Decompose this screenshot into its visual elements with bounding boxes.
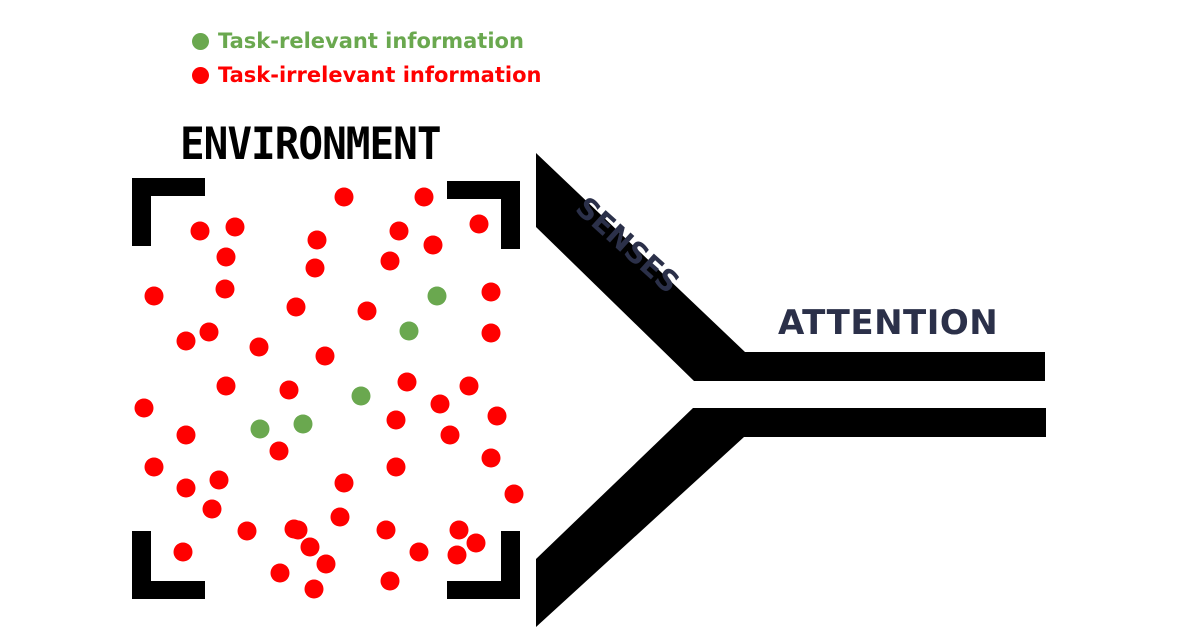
task-irrelevant-dot xyxy=(202,499,222,519)
task-irrelevant-dot xyxy=(334,187,354,207)
task-irrelevant-dot xyxy=(288,520,308,540)
task-irrelevant-dot xyxy=(225,217,245,237)
task-irrelevant-dot xyxy=(270,563,290,583)
task-irrelevant-dot xyxy=(376,520,396,540)
task-irrelevant-dot xyxy=(386,410,406,430)
task-irrelevant-dot xyxy=(173,542,193,562)
task-relevant-dot xyxy=(399,321,419,341)
legend-label-irrelevant: Task-irrelevant information xyxy=(218,63,542,87)
frame-corner-top-left xyxy=(132,178,205,246)
red-dot-icon xyxy=(192,66,209,84)
task-irrelevant-dot xyxy=(176,331,196,351)
task-irrelevant-dot xyxy=(216,247,236,267)
funnel-upper-arm xyxy=(536,153,1045,381)
task-irrelevant-dot xyxy=(269,441,289,461)
task-relevant-dot xyxy=(351,386,371,406)
task-irrelevant-dot xyxy=(307,230,327,250)
legend-label-relevant: Task-relevant information xyxy=(218,29,524,53)
task-irrelevant-dot xyxy=(430,394,450,414)
task-relevant-dot xyxy=(293,414,313,434)
task-irrelevant-dot xyxy=(481,282,501,302)
task-irrelevant-dot xyxy=(176,478,196,498)
task-irrelevant-dot xyxy=(304,579,324,599)
frame-corner-top-right xyxy=(447,181,520,249)
task-irrelevant-dot xyxy=(144,286,164,306)
task-irrelevant-dot xyxy=(134,398,154,418)
task-irrelevant-dot xyxy=(409,542,429,562)
attention-label: ATTENTION xyxy=(778,303,999,343)
task-irrelevant-dot xyxy=(481,323,501,343)
task-irrelevant-dot xyxy=(469,214,489,234)
frame-corner-bottom-left xyxy=(132,531,205,599)
task-irrelevant-dot xyxy=(504,484,524,504)
task-irrelevant-dot xyxy=(459,376,479,396)
legend-item-relevant: Task-relevant information xyxy=(192,29,524,53)
green-dot-icon xyxy=(192,32,209,50)
task-irrelevant-dot xyxy=(209,470,229,490)
frame-corner-bottom-right xyxy=(447,531,520,599)
environment-title: ENVIRONMENT xyxy=(180,118,442,170)
task-irrelevant-dot xyxy=(380,251,400,271)
task-irrelevant-dot xyxy=(305,258,325,278)
task-relevant-dot xyxy=(250,419,270,439)
task-irrelevant-dot xyxy=(176,425,196,445)
task-irrelevant-dot xyxy=(286,297,306,317)
funnel-lower-arm xyxy=(536,408,1046,627)
task-irrelevant-dot xyxy=(487,406,507,426)
task-irrelevant-dot xyxy=(279,380,299,400)
task-irrelevant-dot xyxy=(440,425,460,445)
task-irrelevant-dot xyxy=(249,337,269,357)
task-irrelevant-dot xyxy=(334,473,354,493)
task-irrelevant-dot xyxy=(389,221,409,241)
task-irrelevant-dot xyxy=(414,187,434,207)
task-irrelevant-dot xyxy=(199,322,219,342)
task-irrelevant-dot xyxy=(386,457,406,477)
task-irrelevant-dot xyxy=(215,279,235,299)
task-irrelevant-dot xyxy=(144,457,164,477)
task-irrelevant-dot xyxy=(330,507,350,527)
task-irrelevant-dot xyxy=(316,554,336,574)
task-irrelevant-dot xyxy=(190,221,210,241)
task-irrelevant-dot xyxy=(447,545,467,565)
information-dots xyxy=(134,187,524,599)
task-irrelevant-dot xyxy=(315,346,335,366)
task-irrelevant-dot xyxy=(481,448,501,468)
task-irrelevant-dot xyxy=(466,533,486,553)
legend-item-irrelevant: Task-irrelevant information xyxy=(192,63,541,87)
task-irrelevant-dot xyxy=(380,571,400,591)
task-irrelevant-dot xyxy=(300,537,320,557)
task-irrelevant-dot xyxy=(357,301,377,321)
task-relevant-dot xyxy=(427,286,447,306)
task-irrelevant-dot xyxy=(397,372,417,392)
task-irrelevant-dot xyxy=(216,376,236,396)
task-irrelevant-dot xyxy=(423,235,443,255)
task-irrelevant-dot xyxy=(237,521,257,541)
task-irrelevant-dot xyxy=(449,520,469,540)
